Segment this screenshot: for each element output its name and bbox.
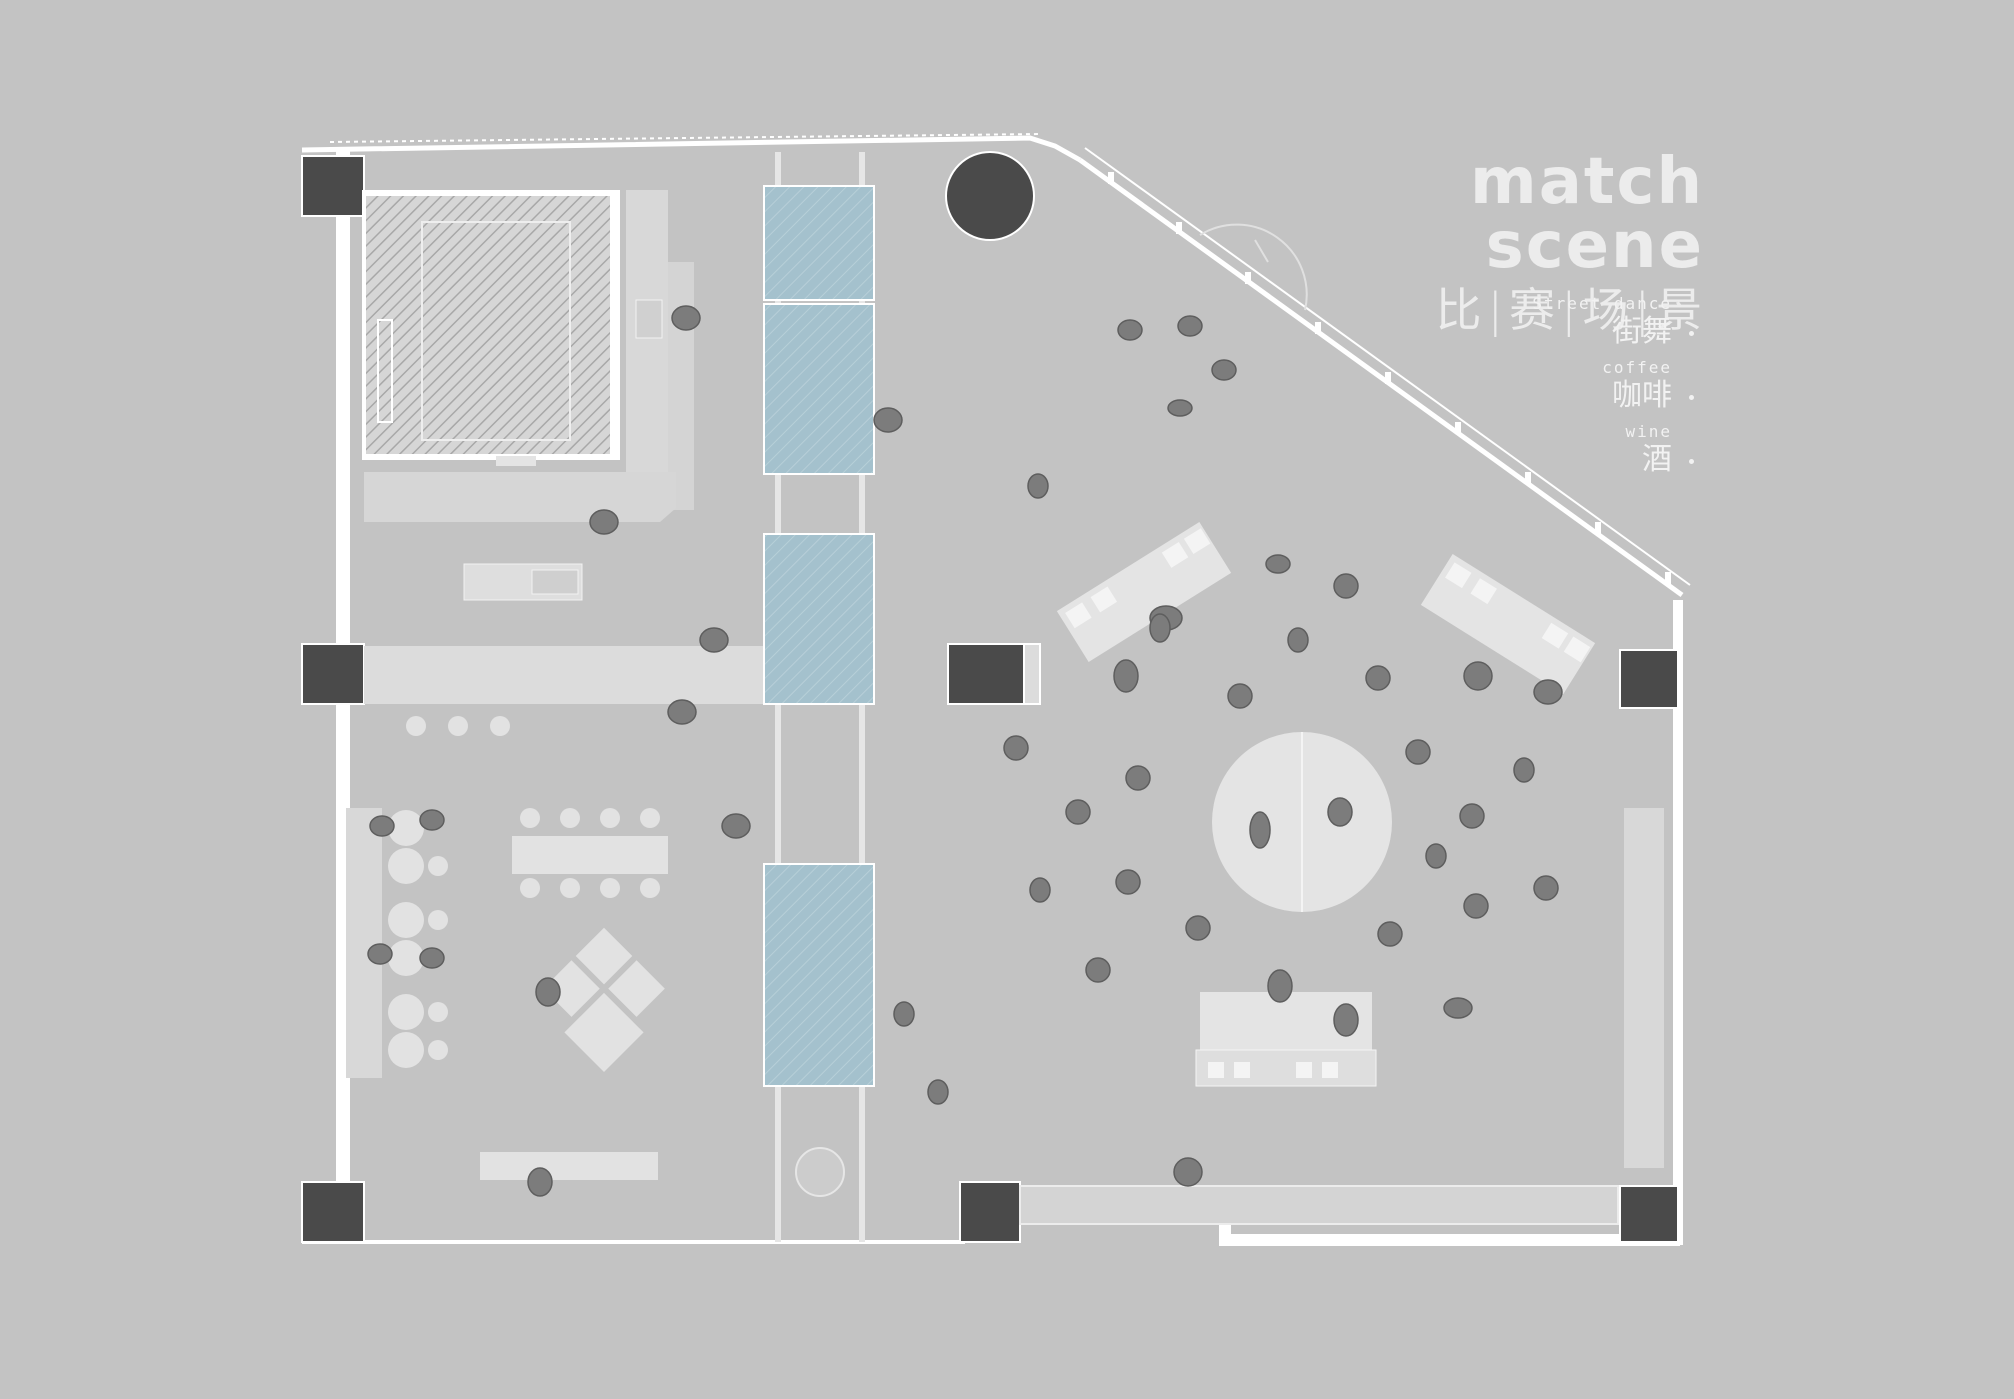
legend-english: wine	[1625, 422, 1672, 441]
diagonal-railing	[1084, 147, 1691, 586]
legend-item: Street dance 街舞	[1380, 294, 1694, 350]
title-separator: |	[1634, 283, 1652, 337]
banquette	[346, 808, 382, 1078]
title-block: match scene 比|赛|场|景	[1300, 150, 1704, 338]
window-mullions	[1108, 172, 1671, 584]
corridor	[763, 152, 875, 1242]
zone-legend: Street dance 街舞 coffee 咖啡 wine 酒	[1380, 294, 1694, 486]
column-bottom-left	[301, 1181, 365, 1243]
columns	[301, 151, 1679, 1243]
long-counter	[364, 646, 764, 704]
lounge-cubes	[543, 927, 665, 1073]
column-mid-left	[301, 643, 365, 705]
top-wall	[301, 135, 1082, 163]
legend-chinese: 酒	[1642, 442, 1672, 477]
title-char: 景	[1656, 283, 1704, 337]
back-room	[362, 190, 694, 601]
communal-table	[512, 836, 668, 874]
glass-panel	[763, 303, 875, 475]
top-wall-railing	[329, 133, 1041, 143]
drain-cover	[795, 1147, 845, 1197]
bottom-bench	[480, 1152, 658, 1180]
title-char: 赛	[1509, 283, 1557, 337]
title-chinese: 比|赛|场|景	[1300, 282, 1704, 338]
legend-chinese: 咖啡	[1612, 378, 1672, 413]
glass-panel	[763, 533, 875, 705]
legend-english: Street dance	[1532, 294, 1672, 313]
title-separator: |	[1561, 283, 1579, 337]
door-swing	[1199, 223, 1308, 311]
cafe-seating	[346, 716, 668, 1180]
title-english: match scene	[1470, 145, 1704, 283]
bar-counter	[364, 472, 676, 522]
glass-panel	[763, 185, 875, 301]
round-column	[945, 151, 1035, 241]
legend-english: coffee	[1602, 358, 1672, 377]
legend-item: coffee 咖啡	[1380, 358, 1694, 414]
back-counter	[626, 190, 668, 510]
column-bottom-center	[959, 1181, 1021, 1243]
legend-dot-icon	[1689, 331, 1694, 336]
title-char: 比	[1435, 283, 1484, 337]
bottom-glazing	[1019, 1185, 1619, 1225]
right-bench	[1624, 808, 1664, 1168]
glass-panel	[763, 863, 875, 1087]
title-char: 场	[1582, 283, 1631, 337]
sofa-left	[1056, 522, 1232, 662]
column-right-mid	[1619, 649, 1679, 709]
column-top-left	[301, 155, 365, 217]
column-center	[947, 643, 1025, 705]
dance-zone	[1056, 522, 1596, 1087]
sofa-right	[1420, 554, 1596, 694]
legend-chinese: 街舞	[1612, 314, 1672, 349]
column-bottom-right	[1619, 1185, 1679, 1243]
legend-item: wine 酒	[1380, 422, 1694, 478]
legend-dot-icon	[1689, 395, 1694, 400]
people	[367, 305, 1563, 1197]
legend-dot-icon	[1689, 459, 1694, 464]
title-separator: |	[1487, 283, 1505, 337]
